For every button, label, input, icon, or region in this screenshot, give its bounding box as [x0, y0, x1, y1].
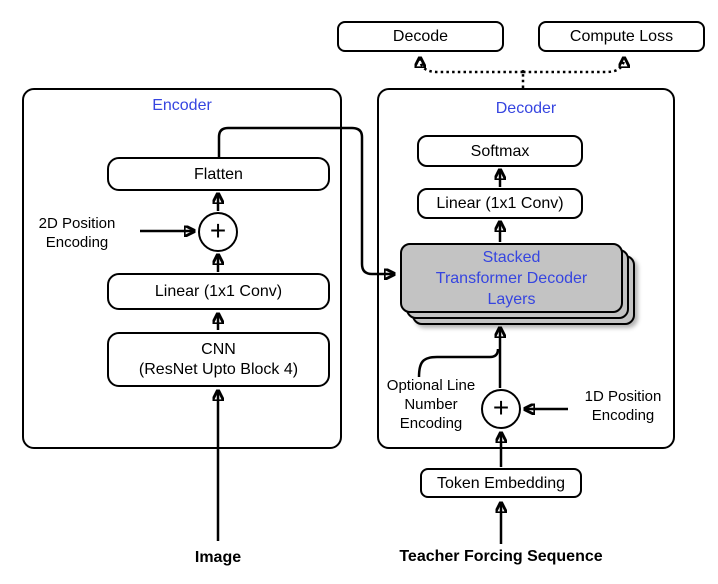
decode-label: Decode [392, 28, 449, 45]
pos1d-encoding-label: 1D Position Encoding [584, 388, 662, 424]
encoder-title: Encoder [152, 97, 212, 114]
decode-node: Decode [337, 21, 504, 52]
encoder-add-icon: + [198, 212, 238, 252]
plus-icon: + [492, 391, 510, 423]
stacked-decoder-layers-node: Stacked Transformer Decoder Layers [400, 243, 623, 313]
encoder-linear-label: Linear (1x1 Conv) [154, 283, 283, 300]
teacher-forcing-label: Teacher Forcing Sequence [399, 548, 603, 565]
dotted-arrow-to-decode [420, 58, 523, 74]
softmax-label: Softmax [470, 142, 530, 160]
compute-loss-node: Compute Loss [538, 21, 705, 52]
image-input-label: Image [194, 549, 242, 566]
compute-loss-label: Compute Loss [569, 28, 674, 45]
token-embedding-node: Token Embedding [420, 468, 582, 498]
encoder-linear-node: Linear (1x1 Conv) [107, 273, 330, 310]
decoder-linear-node: Linear (1x1 Conv) [417, 188, 583, 219]
flatten-label: Flatten [194, 165, 243, 183]
flatten-node: Flatten [107, 157, 330, 191]
dotted-arrow-to-compute-loss [523, 58, 624, 74]
softmax-node: Softmax [417, 135, 583, 167]
decoder-add-icon: + [481, 389, 521, 429]
decoder-title: Decoder [495, 100, 557, 117]
optional-line-number-label: Optional Line Number Encoding [386, 377, 476, 432]
token-embedding-label: Token Embedding [436, 474, 566, 492]
pos2d-encoding-label: 2D Position Encoding [38, 215, 116, 251]
encoder-panel [22, 88, 342, 449]
cnn-node: CNN (ResNet Upto Block 4) [107, 332, 330, 387]
plus-icon: + [209, 214, 227, 246]
decoder-linear-label: Linear (1x1 Conv) [436, 195, 564, 212]
